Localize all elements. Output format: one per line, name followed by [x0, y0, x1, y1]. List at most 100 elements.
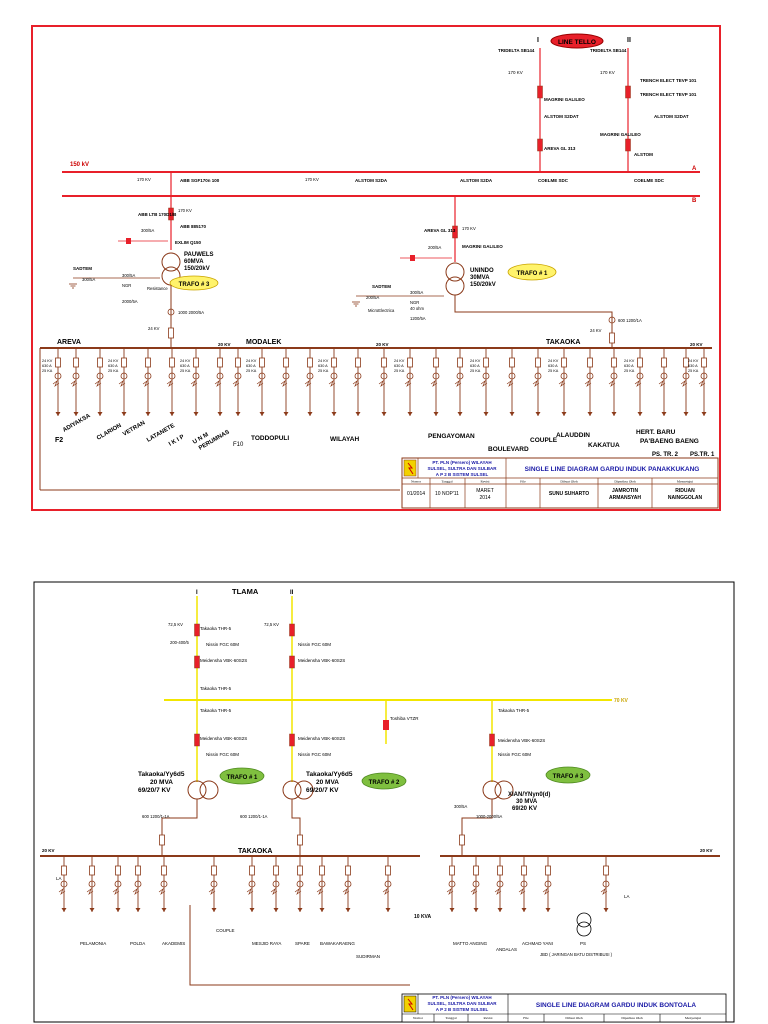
- top-feeder-arrow-23: [611, 412, 617, 416]
- top-feeder-arrow-22: [587, 412, 593, 416]
- top-feeder-arrow-8: [235, 412, 241, 416]
- bot-feeder-ct-1: [88, 880, 96, 888]
- abb-sgf-label: ABB SGF170n 100: [180, 178, 220, 183]
- top-feeder-breaker-5: [169, 357, 175, 368]
- bot-feeder-spare: SPARE: [295, 941, 310, 946]
- top-feeder-cubicle-19: [506, 348, 516, 416]
- bot-tr2-name: Takaoka/Yy6d5: [306, 771, 353, 778]
- top-feeder-ct-2: [96, 372, 104, 380]
- sadtem-center: SADTEM: [372, 284, 391, 289]
- top-feeder-arrow-0: [55, 412, 61, 416]
- top-feeder-ka-24: 25 KA: [624, 369, 635, 373]
- top-feeder-breaker-21: [561, 357, 567, 368]
- feeder-pstr2: PS. TR. 2: [652, 452, 679, 458]
- tb-bot-h-nomor: Nomor: [413, 1016, 424, 1020]
- tb-bot-h-file: File: [523, 1016, 529, 1020]
- bot-in-i-cb: [194, 655, 200, 669]
- top-feeder-ct-23: [610, 372, 618, 380]
- trafo3-hv-winding: [161, 252, 181, 272]
- top-feeder-spec-15: 24 KV: [394, 359, 405, 363]
- top-feeder-arrow-7: [217, 412, 223, 416]
- bot-feeder-arrow-17: [603, 908, 609, 912]
- bot-feeder-arrow-1: [89, 908, 95, 912]
- top-feeder-relay-14: [378, 379, 386, 388]
- feeder-toddopuli: TODDOPULI: [251, 435, 289, 442]
- tb-bot-h-tanggal: Tanggal: [445, 1016, 456, 1020]
- trafo1-hv-winding: [445, 262, 465, 282]
- bot-kva10: 10 KVA: [414, 914, 432, 920]
- top-feeder-breaker-3: [121, 357, 127, 368]
- top-feeder-ct-12: [330, 372, 338, 380]
- panakkukang-diagram: LINE TELLO I II TRIDELTA SB144 TRIDELTA …: [31, 25, 721, 511]
- top-feeder-arrow-27: [701, 412, 707, 416]
- feeder-kakatua: KAKATUA: [588, 442, 620, 449]
- takaoka-bus-label: TAKAOKA: [546, 339, 580, 346]
- bot-trafo1-badge: [219, 767, 265, 785]
- top-feeder-breaker-22: [587, 357, 593, 368]
- tb-top-revisi2: 2014: [479, 495, 490, 501]
- top-feeder-ct-21: [560, 372, 568, 380]
- top-feeder-arrow-20: [535, 412, 541, 416]
- bot-ct-600-a: 600 1200/1-1A: [142, 814, 170, 819]
- bot-tr3-cb: [489, 733, 495, 747]
- bot-feeder-ps: PS: [580, 941, 586, 946]
- trafo3-ct-2000: 2000/5A: [122, 299, 138, 304]
- bot-feeder-cubicle-2: [112, 856, 122, 912]
- bot-feeder-breaker-2: [115, 865, 121, 876]
- bot-feeder-relay-15: [518, 887, 526, 896]
- trafo3-cb-spec: 170 KV: [178, 208, 192, 213]
- feeder-pabaeng: PA'BAENG BAENG: [640, 438, 699, 445]
- bay-i-disconnector: [537, 85, 543, 99]
- top-feeder-ka-12: 25 KA: [318, 369, 329, 373]
- bot-feeder-arrow-6: [249, 908, 255, 912]
- bot-tr3-lv-cb: [459, 834, 465, 846]
- bot-feeder-cubicle-9: [316, 856, 326, 912]
- feeder-pengayoman: PENGAYOMAN: [428, 433, 475, 440]
- bot-in-ii-disc: [289, 623, 295, 637]
- tb-top-h-diperiksa: Diperiksa Oleh: [614, 480, 636, 484]
- bot-feeder-ct-2: [114, 880, 122, 888]
- top-feeder-spec-27: 24 KV: [688, 359, 699, 363]
- bot-la-2: LA: [624, 894, 630, 899]
- top-feeder-ka-27: 25 KA: [688, 369, 699, 373]
- bot-feeder-breaker-0: [61, 865, 67, 876]
- trafo1-badge: [507, 263, 557, 281]
- feeder-pstr1: PS.TR. 1: [690, 452, 715, 458]
- top-feeder-relay-8: [232, 379, 240, 388]
- bot-feeder-matto: MATTO ANGING: [453, 941, 488, 946]
- spec-170kv-left: 170 KV: [508, 70, 523, 75]
- areva-gl-bay: AREVA GL 313: [544, 146, 576, 151]
- bot-feeder-ct-4: [160, 880, 168, 888]
- tb-top-company1: PT. PLN (Persero) WILAYAH: [432, 460, 491, 465]
- bot-feeder-arrow-8: [297, 908, 303, 912]
- top-feeder-arrow-12: [331, 412, 337, 416]
- top-feeder-relay-16: [430, 379, 438, 388]
- tb-top-menyetujui1: RIDUAN: [675, 488, 695, 494]
- bot-feeder-arrow-15: [521, 908, 527, 912]
- top-feeder-relay-1: [70, 379, 78, 388]
- bot-meidensha-2: Meidensha VBK-60S2S: [298, 658, 345, 663]
- magrini-left-label: MAGRINI GALILEO: [544, 97, 585, 102]
- top-feeder-relay-12: [328, 379, 336, 388]
- feeder-couple: COUPLE: [530, 437, 558, 444]
- top-feeder-rating-18: 630 A: [470, 364, 480, 368]
- coelme-left: COELME SDC: [538, 178, 569, 183]
- bot-feeder-bawakaraeng: BAWAKARAENG: [320, 941, 355, 946]
- top-feeder-breaker-18: [483, 357, 489, 368]
- top-feeder-relay-10: [280, 379, 288, 388]
- bot-feeder-ct-6: [248, 880, 256, 888]
- modalek-bus-label: MODALEK: [246, 339, 281, 346]
- bay-ii-label: II: [627, 37, 631, 44]
- bot-nissin-1: Nissin FGC 60M: [206, 642, 239, 647]
- top-feeder-arrow-21: [561, 412, 567, 416]
- top-feeder-breaker-0: [55, 357, 61, 368]
- top-feeder-ct-10: [282, 372, 290, 380]
- bot-ct-1000: 1000-2000/5A: [476, 814, 503, 819]
- bot-feeder-breaker-8: [297, 865, 303, 876]
- top-feeder-breaker-4: [145, 357, 151, 368]
